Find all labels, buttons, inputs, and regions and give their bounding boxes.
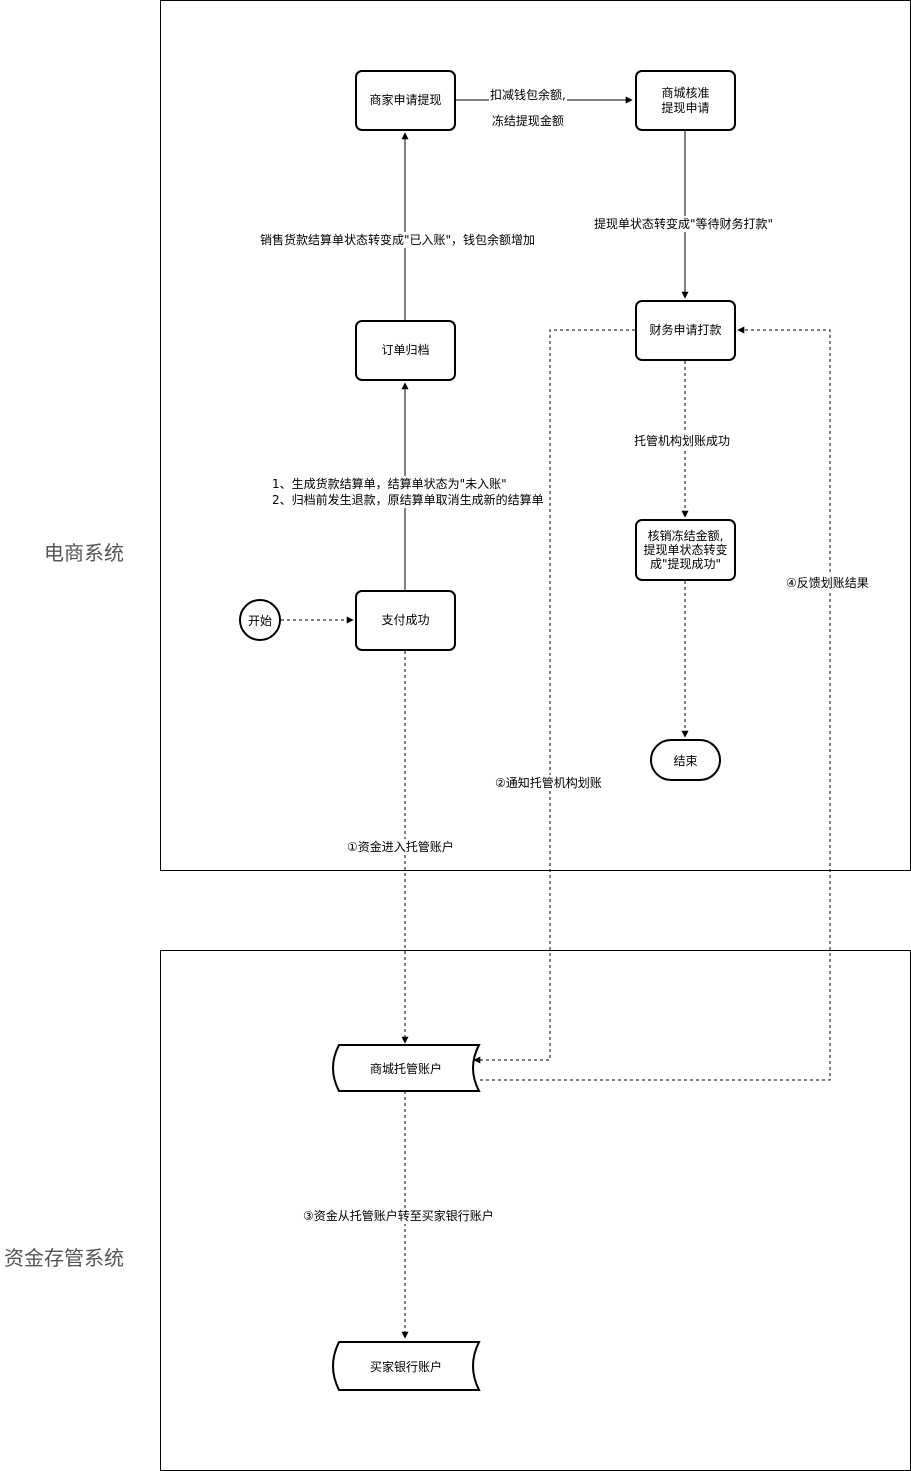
mall-custody-account-label: 商城托管账户	[369, 1061, 442, 1076]
label-deduct-wallet: 扣减钱包余额, 冻结提现金额	[489, 82, 567, 134]
lane-ecommerce	[160, 0, 911, 871]
finance-pay-node: 财务申请打款	[635, 300, 736, 361]
lane-custody	[160, 950, 911, 1471]
end-node: 结束	[650, 739, 721, 781]
buyer-bank-account-shape	[332, 1341, 481, 1391]
start-node: 开始	[239, 599, 281, 641]
lane-custody-label: 资金存管系统	[4, 1246, 124, 1270]
payment-success-node: 支付成功	[355, 590, 456, 651]
buyer-bank-account-label: 买家银行账户	[369, 1359, 442, 1374]
label-custody-transfer-ok: 托管机构划账成功	[633, 433, 732, 449]
edge-custody-to-finance	[480, 326, 831, 1081]
merchant-withdraw-node: 商家申请提现	[355, 70, 456, 131]
label-statement-credited: 销售货款结算单状态转变成"已入账"，钱包余额增加	[259, 232, 537, 248]
mall-custody-account-shape	[332, 1044, 481, 1092]
label-step4: ④反馈划账结果	[785, 575, 870, 591]
label-step2: ②通知托管机构划账	[494, 775, 603, 791]
verify-frozen-node: 核销冻结金额, 提现单状态转变 成"提现成功"	[635, 519, 736, 581]
label-generate-statement: 1、生成货款结算单，结算单状态为"未入账" 2、归档前发生退款，原结算单取消生成…	[271, 476, 545, 508]
label-step1: ①资金进入托管账户	[346, 839, 455, 855]
order-archive-node: 订单归档	[355, 320, 456, 381]
lane-ecommerce-label: 电商系统	[44, 541, 124, 565]
mall-approve-node: 商城核准 提现申请	[635, 70, 736, 131]
edge-finance-to-custody	[473, 329, 635, 1064]
label-await-finance: 提现单状态转变成"等待财务打款"	[593, 216, 775, 232]
label-step3: ③资金从托管账户转至买家银行账户	[302, 1208, 495, 1224]
